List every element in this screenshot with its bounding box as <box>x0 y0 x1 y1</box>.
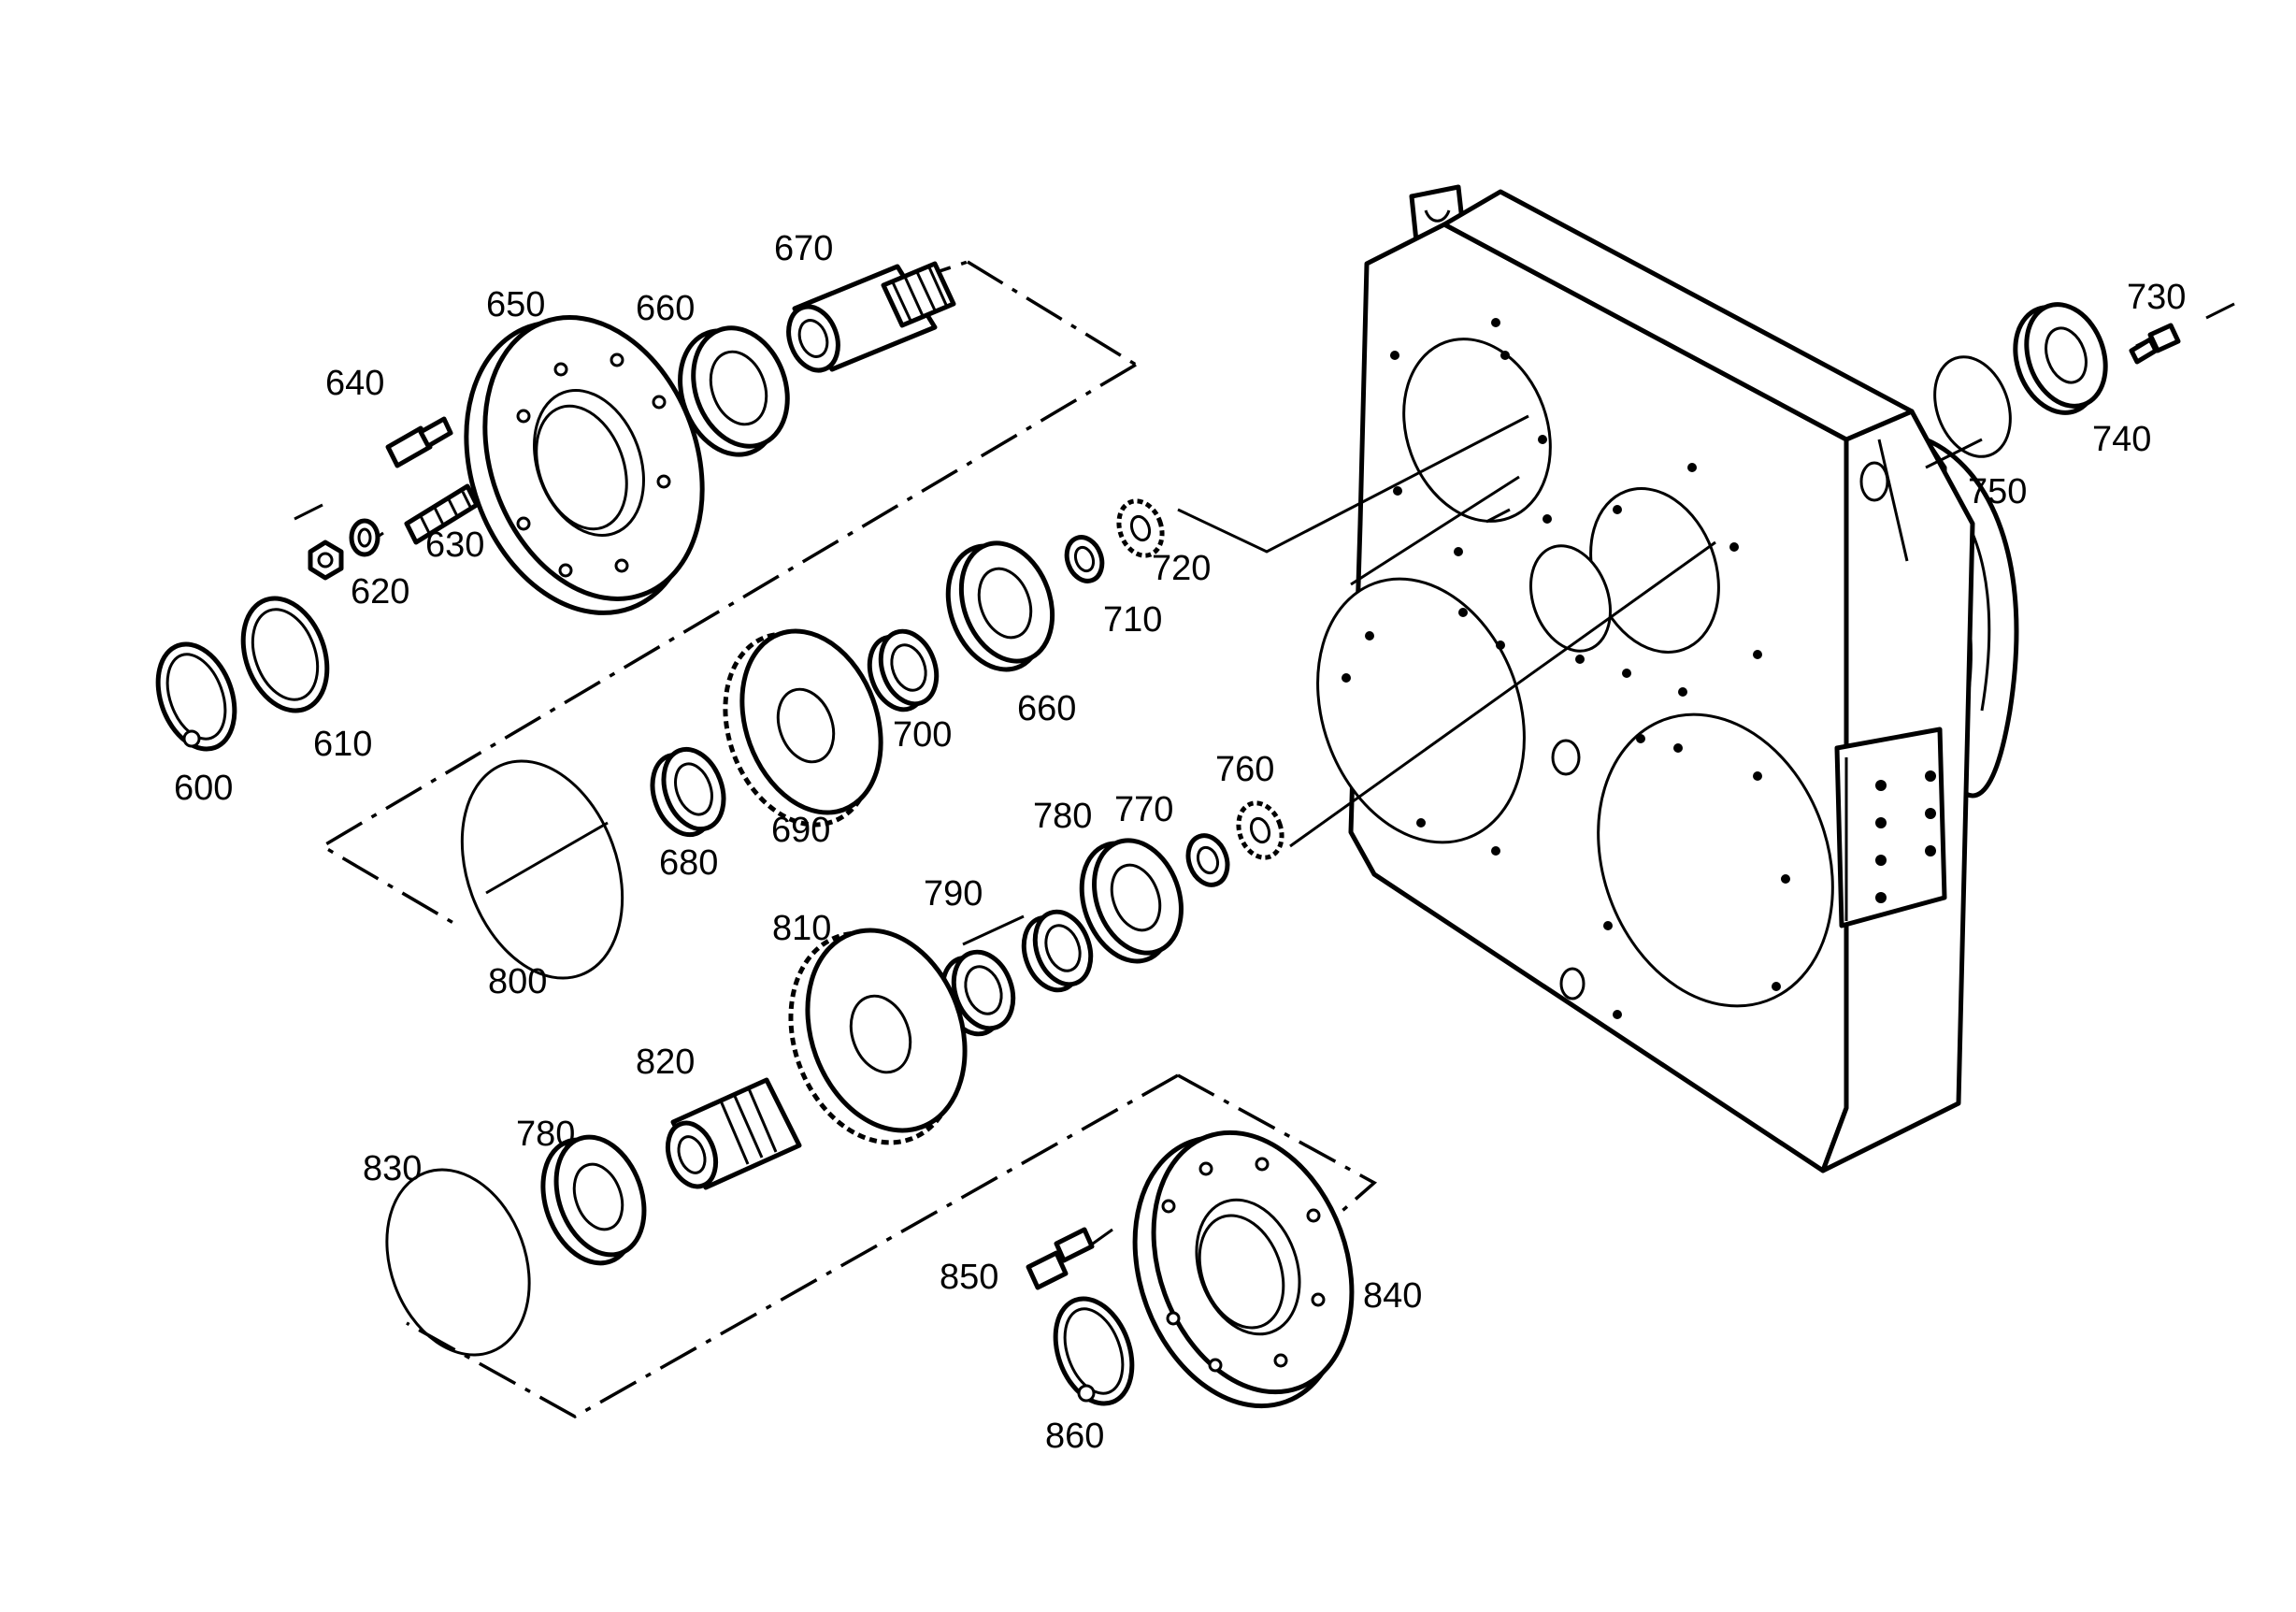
pinion-720 <box>1116 498 1165 558</box>
callout-650: 650 <box>486 285 545 324</box>
screw-640 <box>385 416 453 468</box>
snap-ring-860 <box>1053 1296 1135 1406</box>
callout-660-top: 660 <box>636 289 695 328</box>
callout-780-lower: 780 <box>516 1115 575 1154</box>
bearing-660-top <box>678 325 790 457</box>
bearing-780-upper <box>1079 838 1184 964</box>
o-ring-800 <box>460 759 624 980</box>
callout-830: 830 <box>363 1149 422 1188</box>
callout-620: 620 <box>351 572 409 612</box>
callout-610: 610 <box>313 725 372 764</box>
callout-860: 860 <box>1045 1417 1104 1456</box>
bushing-700 <box>867 628 940 712</box>
screw-730 <box>2129 323 2181 365</box>
callout-760: 760 <box>1215 750 1274 789</box>
ring-710 <box>1064 535 1105 583</box>
callout-labels: 600 610 620 630 640 650 660 670 660 680 … <box>174 229 2186 1456</box>
callout-850: 850 <box>940 1258 998 1297</box>
callout-640: 640 <box>325 364 384 403</box>
ring-770 <box>1185 833 1230 887</box>
shaft-820 <box>665 1077 802 1190</box>
seal-ring-610 <box>240 596 330 713</box>
callout-770: 770 <box>1114 790 1173 829</box>
seal-740 <box>2013 302 2108 415</box>
callout-710: 710 <box>1103 600 1162 640</box>
callout-730: 730 <box>2127 278 2186 317</box>
callout-670: 670 <box>774 229 833 268</box>
o-ring-830 <box>385 1168 531 1357</box>
gear-810 <box>788 928 968 1145</box>
callout-790: 790 <box>924 874 983 914</box>
gearbox-housing <box>1316 184 2019 1173</box>
snap-ring-600 <box>155 641 237 752</box>
assembly-lines <box>294 260 2235 1419</box>
callout-700: 700 <box>893 715 952 755</box>
callout-800: 800 <box>488 962 547 1001</box>
callout-600: 600 <box>174 769 233 808</box>
callout-810: 810 <box>772 909 831 948</box>
callout-780-upper: 780 <box>1033 797 1092 836</box>
callout-740: 740 <box>2092 420 2151 459</box>
bushing-680 <box>650 746 726 838</box>
callout-840: 840 <box>1363 1276 1422 1316</box>
o-ring-750 <box>1933 355 2012 458</box>
pinion-760 <box>1236 800 1284 860</box>
callout-690: 690 <box>771 811 830 850</box>
callout-630: 630 <box>425 525 484 565</box>
callout-680: 680 <box>659 843 718 883</box>
bearing-780-lower <box>540 1134 647 1266</box>
gear-690 <box>723 628 883 828</box>
callout-660-middle: 660 <box>1017 689 1076 728</box>
bearing-cover-840 <box>1132 1130 1355 1409</box>
callout-750: 750 <box>1968 472 2027 511</box>
callout-720: 720 <box>1152 549 1211 588</box>
nut-620 <box>308 518 380 581</box>
bearing-cover-650 <box>464 315 705 615</box>
shaft-670 <box>786 261 956 373</box>
callout-820: 820 <box>636 1043 695 1082</box>
screw-850 <box>1026 1227 1095 1290</box>
bearing-660-middle <box>945 540 1055 672</box>
